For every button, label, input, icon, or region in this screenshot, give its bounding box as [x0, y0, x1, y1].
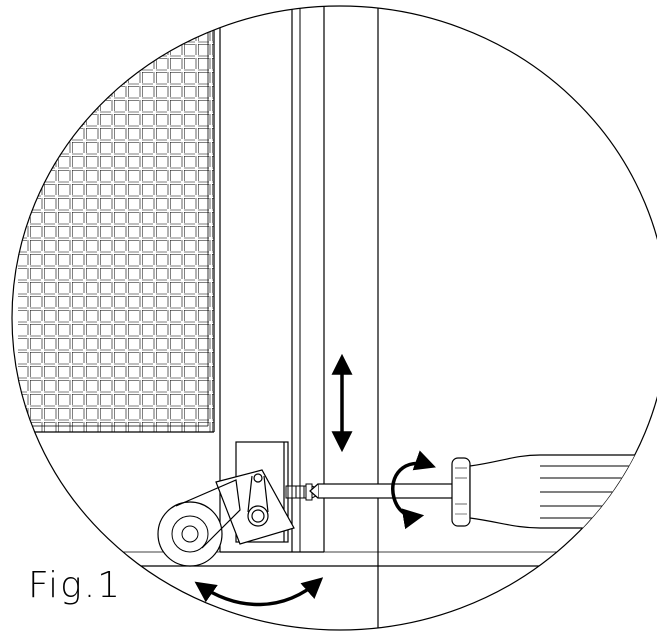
rotate-arrow-icon — [391, 450, 436, 530]
screen-mesh — [18, 28, 214, 432]
figure-label: Fig.1 — [28, 565, 123, 606]
curved-arrow-icon — [194, 577, 324, 607]
screwdriver-icon — [309, 454, 657, 529]
roller-housing — [215, 441, 295, 545]
roller-wheel — [157, 479, 241, 567]
magnifier-circle — [11, 5, 657, 631]
